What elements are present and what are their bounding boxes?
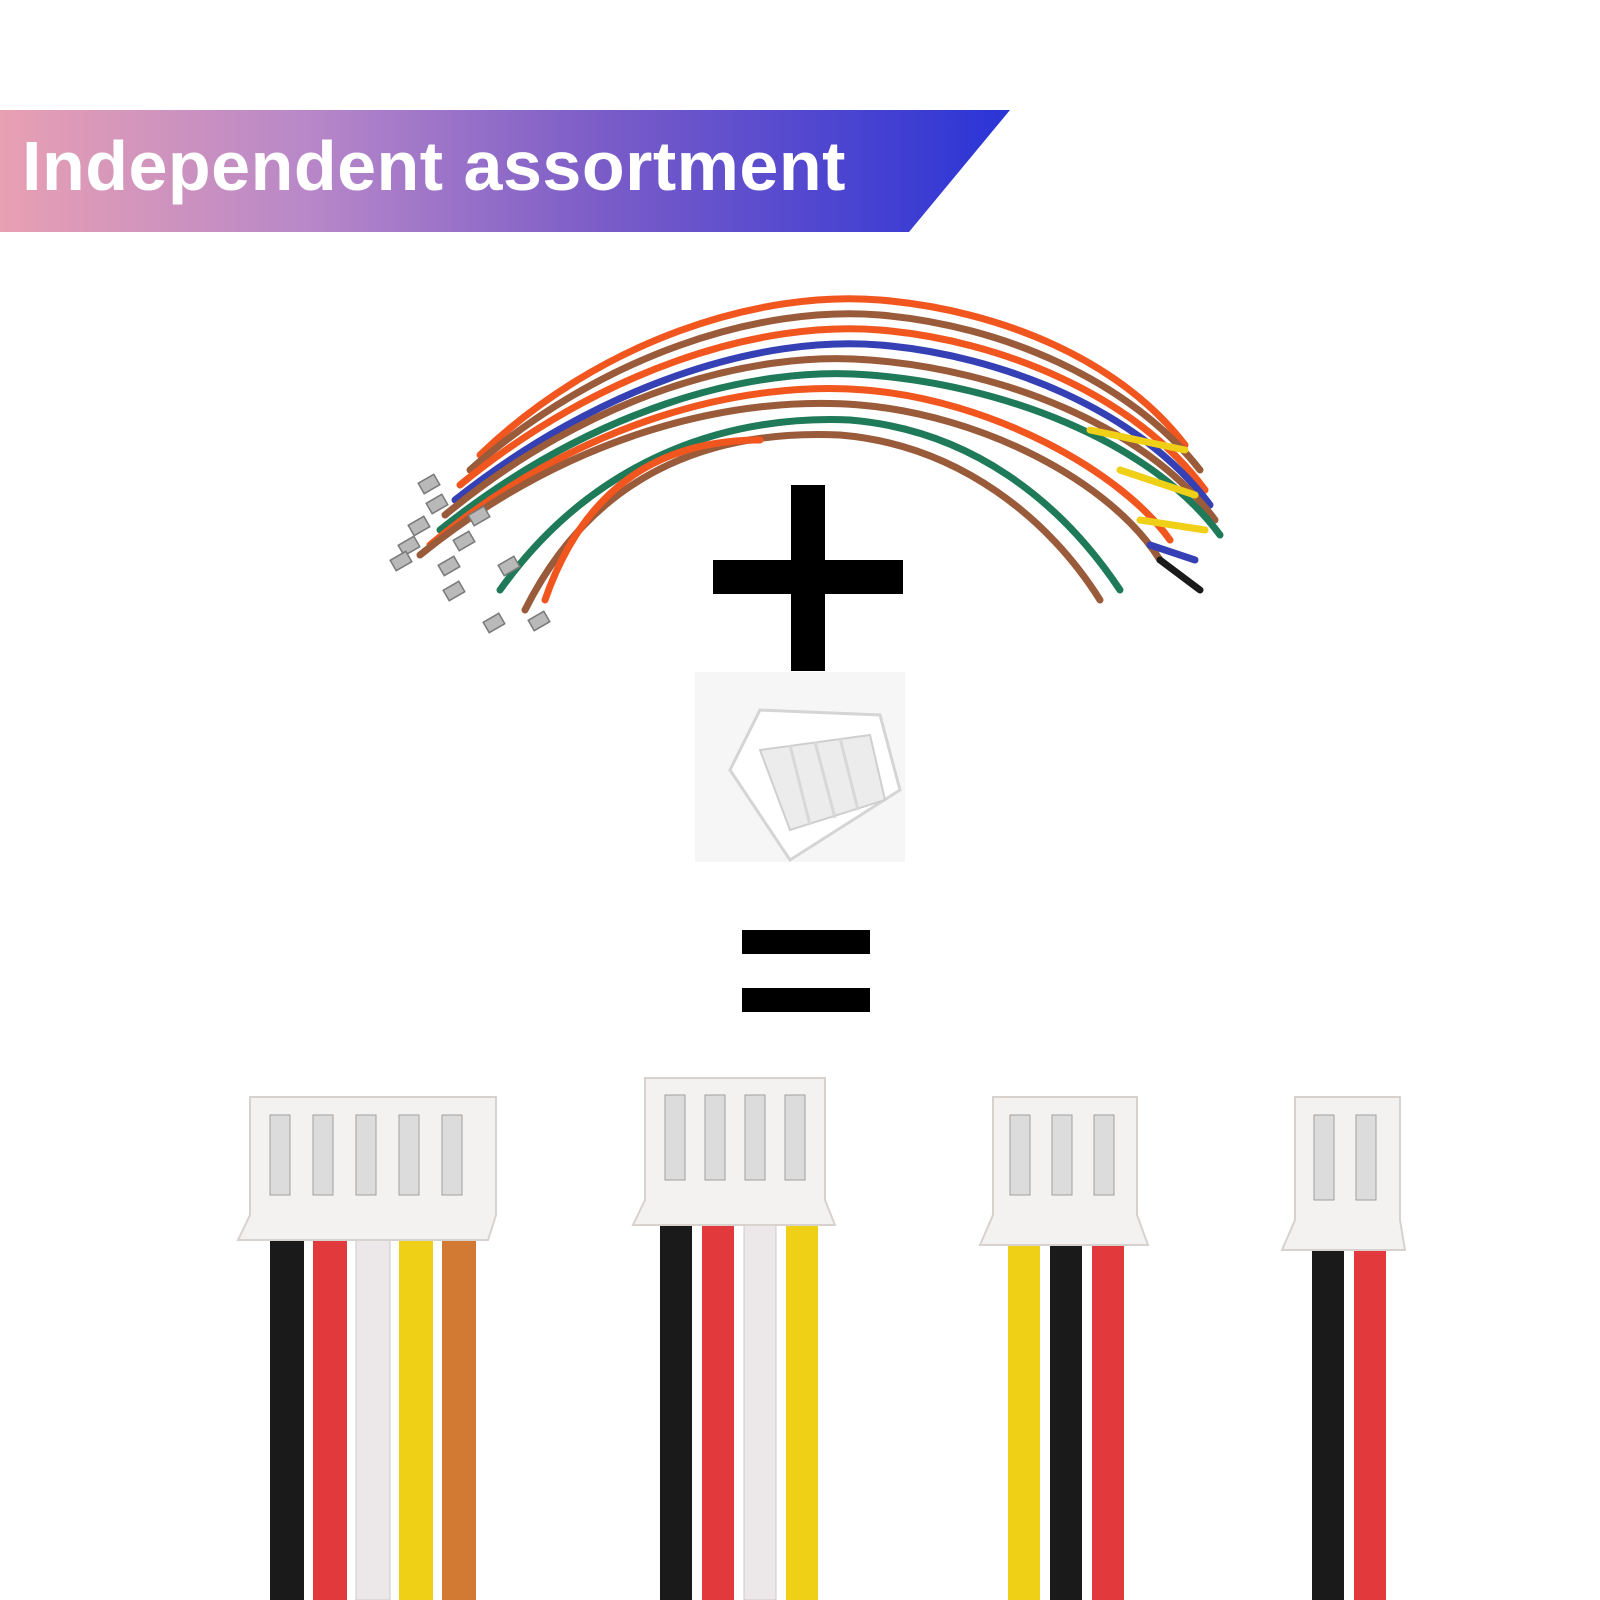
assembled-connector-3pin: [978, 1096, 1150, 1600]
assembled-connector-5pin: [236, 1096, 497, 1600]
title-banner: Independent assortment: [0, 110, 1010, 232]
plus-sign-bar: [713, 560, 903, 594]
assembled-connector-2pin: [1280, 1096, 1407, 1600]
assembled-connector-4pin: [631, 1077, 837, 1600]
crimp-terminals: [389, 473, 551, 634]
equals-sign: [742, 930, 870, 954]
banner-title: Independent assortment: [22, 127, 846, 205]
equals-sign-bar: [742, 988, 870, 1012]
connector-housing-image: [695, 672, 905, 863]
wire-bundle-image: [416, 295, 1224, 614]
